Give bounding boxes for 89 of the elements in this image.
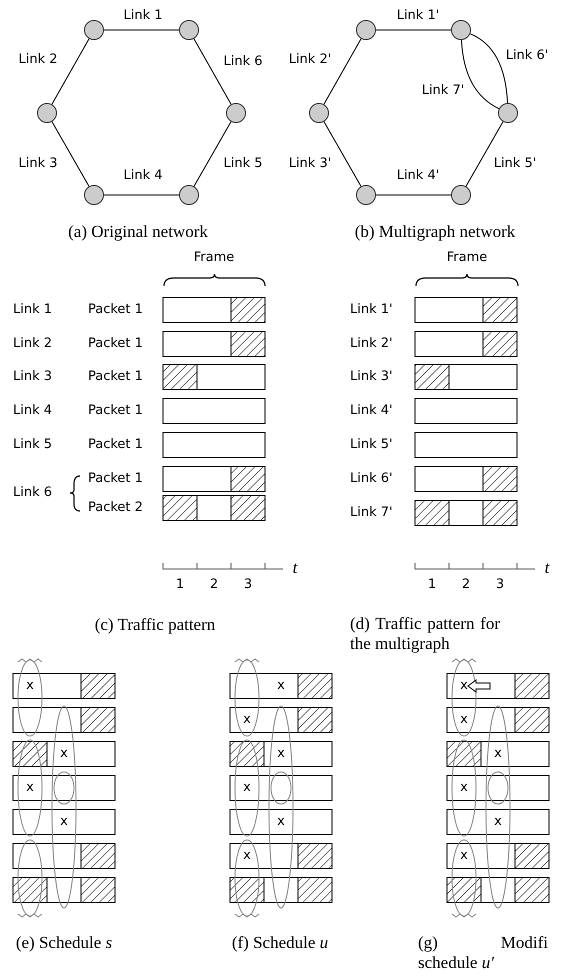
- frame-label: Frame: [446, 250, 488, 266]
- subfigure-caption: (d) Traffic pattern for the multigraph: [350, 614, 500, 654]
- link-label: Link 2': [350, 336, 393, 352]
- network-node: [84, 20, 104, 40]
- link-line: [193, 121, 232, 187]
- packet-label: Packet 1: [88, 369, 143, 385]
- packet-label: Packet 1: [88, 437, 143, 453]
- x-mark: x: [277, 746, 285, 762]
- frame-label: Frame: [194, 250, 234, 266]
- network-node: [37, 103, 57, 123]
- network-node: [498, 103, 518, 123]
- x-mark: x: [243, 780, 251, 796]
- edge-label: Link 4: [123, 168, 163, 184]
- edge-label: Link 7': [422, 83, 464, 99]
- link-label: Link 2: [13, 336, 52, 352]
- tick-label: 1: [428, 577, 436, 593]
- link-label: Link 4': [350, 403, 393, 419]
- packet-label: Packet 1: [88, 403, 143, 419]
- x-mark: x: [60, 814, 68, 830]
- subfigure-caption: (c) Traffic pattern: [94, 615, 216, 635]
- link-line: [470, 33, 508, 104]
- edge-label: Link 1': [396, 8, 440, 24]
- edge-label: Link 3': [288, 156, 332, 172]
- link-line: [323, 38, 362, 105]
- tick-label: 2: [462, 577, 470, 593]
- network-node: [451, 20, 471, 40]
- x-mark: x: [277, 814, 285, 830]
- link-label: Link 1: [13, 302, 52, 318]
- link-label: Link 1': [350, 302, 393, 318]
- link-line: [376, 194, 452, 196]
- x-mark: x: [460, 848, 468, 864]
- tick-label: 1: [176, 577, 184, 593]
- axis-label: t: [544, 558, 550, 578]
- subfigure-caption: (g) Modifi schedule u′: [418, 933, 548, 973]
- subfigure-caption: (e) Schedule s: [16, 933, 112, 953]
- x-mark: x: [26, 780, 34, 796]
- link-line: [193, 38, 232, 105]
- subfigure-caption: (f) Schedule u: [232, 933, 328, 953]
- link-line: [51, 121, 90, 187]
- link-label: Link 6: [13, 485, 52, 501]
- link-label: Link 3: [13, 369, 52, 385]
- subfigure-caption: (b) Multigraph network: [354, 222, 516, 242]
- packet-label: Packet 1: [88, 336, 143, 352]
- x-mark: x: [494, 746, 502, 762]
- tick-label: 2: [210, 577, 218, 593]
- network-node: [356, 20, 376, 40]
- link-line: [51, 38, 90, 105]
- edge-label: Link 2': [288, 52, 332, 68]
- link-label: Link 3': [350, 369, 393, 385]
- edge-label: Link 6: [223, 54, 263, 70]
- link-line: [460, 40, 500, 110]
- packet-label: Packet 1: [88, 302, 143, 318]
- link-label: Link 6': [350, 471, 393, 487]
- tick-label: 3: [496, 577, 504, 593]
- edge-label: Link 1: [123, 8, 163, 24]
- network-node: [179, 20, 199, 40]
- link-line: [104, 194, 180, 196]
- x-mark: x: [494, 814, 502, 830]
- x-mark: x: [60, 746, 68, 762]
- subfigure-caption: (a) Original network: [68, 222, 208, 242]
- x-mark: x: [277, 678, 285, 694]
- edge-label: Link 3: [18, 156, 58, 172]
- x-mark: x: [460, 678, 468, 694]
- link-label: Link 4: [13, 403, 52, 419]
- edge-label: Link 6': [506, 48, 548, 64]
- x-mark: x: [26, 678, 34, 694]
- axis-label: t: [292, 558, 298, 578]
- tick-label: 3: [244, 577, 252, 593]
- x-mark: x: [243, 712, 251, 728]
- network-node: [451, 185, 471, 205]
- edge-label: Link 5': [494, 156, 536, 172]
- network-node: [84, 185, 104, 205]
- edge-label: Link 5: [223, 156, 263, 172]
- network-node: [226, 103, 246, 123]
- network-node: [356, 185, 376, 205]
- x-mark: x: [243, 848, 251, 864]
- link-label: Link 5': [350, 437, 393, 453]
- edge-label: Link 4': [396, 168, 440, 184]
- link-line: [465, 121, 504, 187]
- edge-label: Link 2: [18, 52, 58, 68]
- packet-label: Packet 1: [88, 471, 143, 487]
- link-label: Link 5: [13, 437, 52, 453]
- network-node: [179, 185, 199, 205]
- x-mark: x: [460, 712, 468, 728]
- link-line: [323, 121, 362, 187]
- x-mark: x: [460, 780, 468, 796]
- network-node: [309, 103, 329, 123]
- packet-label: Packet 2: [88, 500, 143, 516]
- link-label: Link 7': [350, 505, 393, 521]
